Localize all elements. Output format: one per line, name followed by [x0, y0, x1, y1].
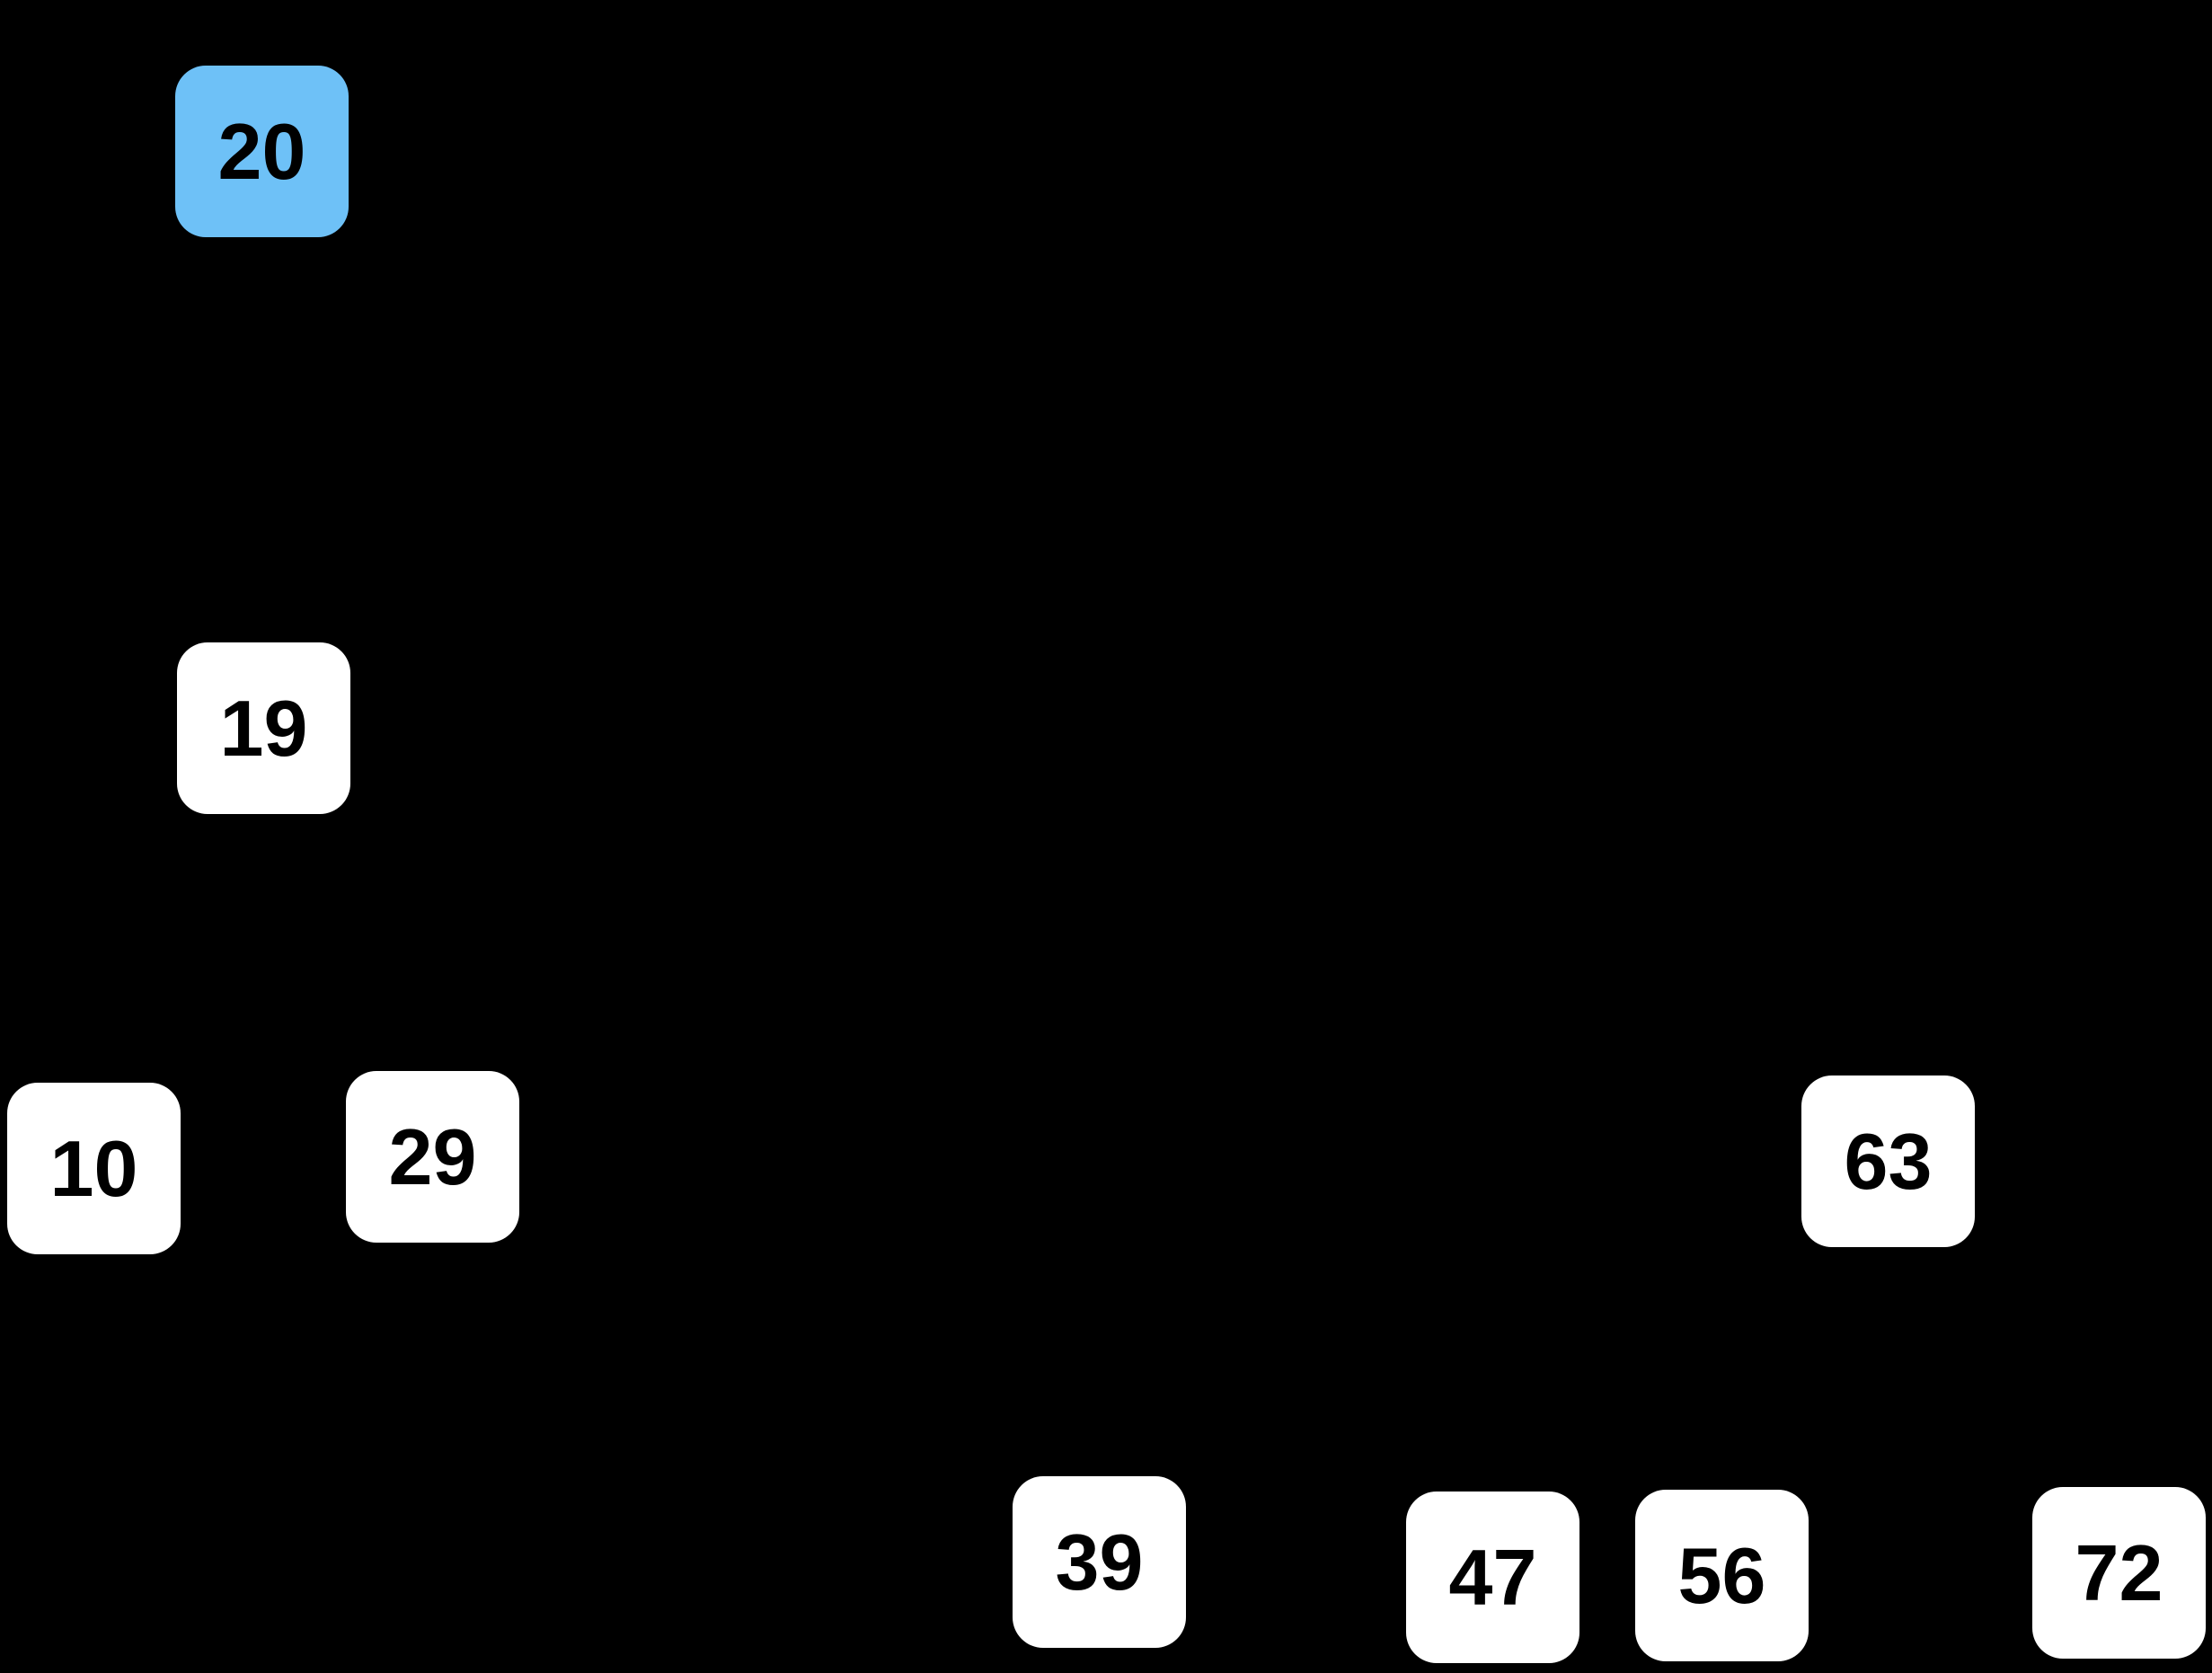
- node-39-label: 39: [1055, 1517, 1144, 1607]
- node-39: 39: [1013, 1476, 1186, 1648]
- node-20: 20: [175, 66, 349, 237]
- node-29: 29: [346, 1071, 519, 1243]
- node-47: 47: [1406, 1492, 1579, 1663]
- node-63: 63: [1801, 1076, 1975, 1247]
- node-19-label: 19: [219, 683, 308, 773]
- node-63-label: 63: [1844, 1116, 1933, 1206]
- node-72-label: 72: [2075, 1527, 2163, 1617]
- node-29-label: 29: [388, 1111, 477, 1201]
- node-10: 10: [7, 1083, 181, 1254]
- node-10-label: 10: [49, 1123, 138, 1213]
- node-20-label: 20: [217, 106, 306, 196]
- node-19: 19: [177, 642, 350, 814]
- node-56-label: 56: [1677, 1530, 1766, 1620]
- node-56: 56: [1635, 1490, 1809, 1661]
- node-72: 72: [2032, 1487, 2206, 1659]
- node-47-label: 47: [1448, 1532, 1537, 1622]
